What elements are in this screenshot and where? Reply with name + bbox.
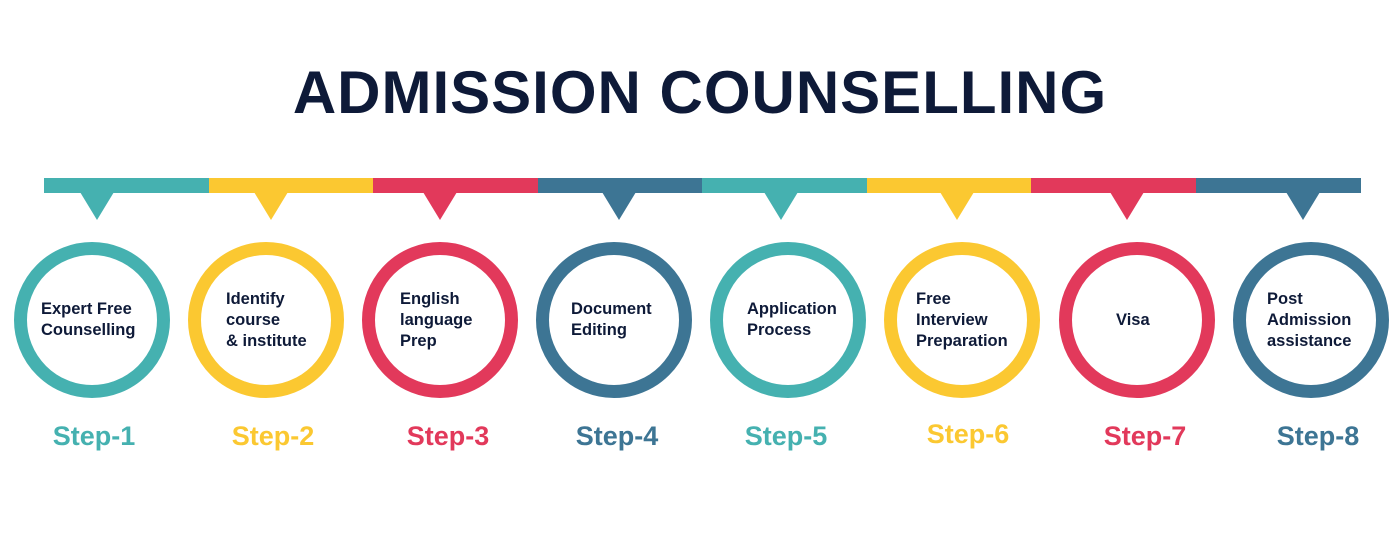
- timeline-bar-segment-7: [1031, 178, 1197, 193]
- timeline-bar-segment-3: [373, 178, 539, 193]
- timeline-bar-segment-1: [44, 178, 210, 193]
- timeline-pointer-7: [1110, 192, 1144, 220]
- step-description: English language Prep: [400, 289, 473, 350]
- step-description: Identify course & institute: [226, 289, 307, 350]
- timeline-pointer-6: [940, 192, 974, 220]
- step-description: Document Editing: [571, 300, 652, 339]
- timeline-pointer-4: [602, 192, 636, 220]
- timeline-bar-segment-2: [208, 178, 374, 193]
- step-label-6: Step-6: [926, 419, 1010, 449]
- timeline-pointer-1: [80, 192, 114, 220]
- timeline-bar-segment-4: [537, 178, 703, 193]
- timeline-pointer-5: [764, 192, 798, 220]
- step-circle-7: Visa: [1059, 242, 1215, 398]
- step-label-1: Step-1: [52, 421, 136, 451]
- step-label-4: Step-4: [575, 421, 659, 451]
- timeline-bar-segment-8: [1195, 178, 1361, 193]
- step-description: Free Interview Preparation: [916, 289, 1008, 350]
- step-description: Application Process: [747, 300, 837, 339]
- step-label-5: Step-5: [744, 421, 828, 451]
- timeline-bar-segment-6: [866, 178, 1032, 193]
- step-circle-8: Post Admission assistance: [1233, 242, 1389, 398]
- step-label-2: Step-2: [231, 421, 315, 451]
- timeline-bar-segment-5: [702, 178, 868, 193]
- timeline-pointer-8: [1286, 192, 1320, 220]
- page-title: ADMISSION COUNSELLING: [292, 59, 1108, 126]
- step-circle-3: English language Prep: [362, 242, 518, 398]
- step-label-3: Step-3: [406, 421, 490, 451]
- step-label-8: Step-8: [1276, 421, 1360, 451]
- step-circle-6: Free Interview Preparation: [884, 242, 1040, 398]
- step-label-7: Step-7: [1103, 421, 1187, 451]
- step-circle-1: Expert Free Counselling: [14, 242, 170, 398]
- timeline-pointer-2: [254, 192, 288, 220]
- step-description: Visa: [1116, 310, 1150, 329]
- step-description: Expert Free Counselling: [41, 300, 136, 339]
- step-description: Post Admission assistance: [1267, 289, 1352, 350]
- timeline-pointer-3: [423, 192, 457, 220]
- step-circle-5: Application Process: [710, 242, 866, 398]
- step-circle-2: Identify course & institute: [188, 242, 344, 398]
- step-circle-4: Document Editing: [536, 242, 692, 398]
